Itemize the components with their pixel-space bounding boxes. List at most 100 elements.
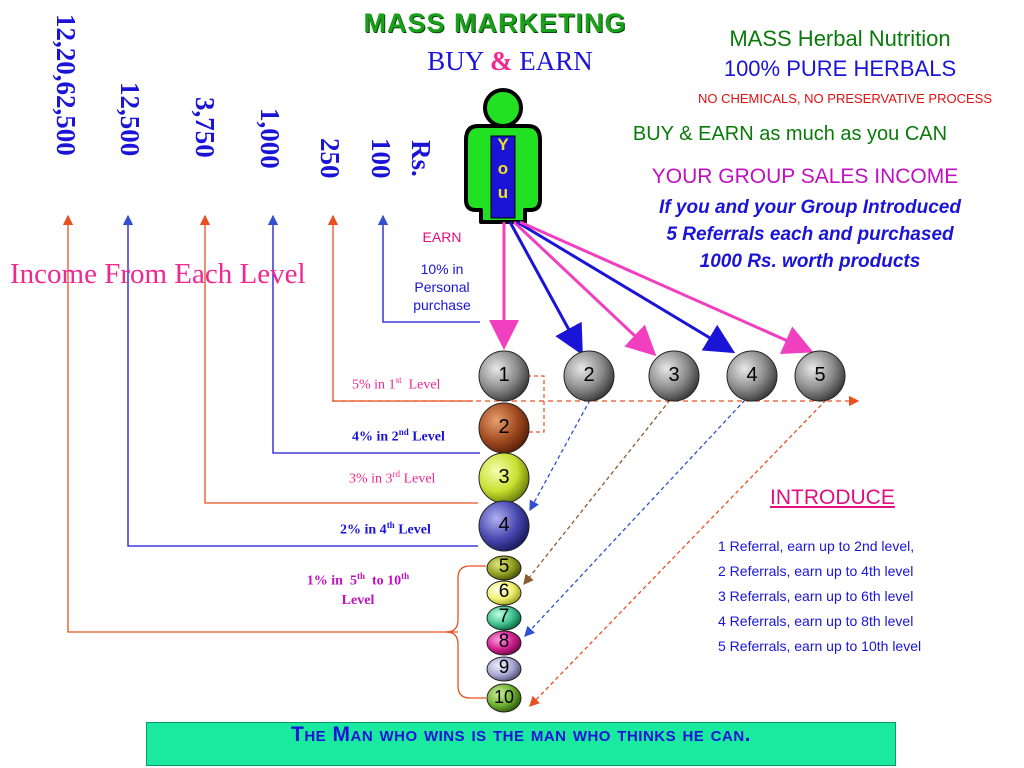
referral-circle-3 (648, 350, 700, 402)
level-4-sup: th (386, 520, 395, 530)
chain-circle-6 (486, 580, 522, 606)
introduce-rule-2: 2 Referrals, earn up to 4th level (718, 563, 914, 579)
herbal-line-2: 100% PURE HERBALS (723, 56, 957, 81)
level-3-prefix: 3% in 3 (349, 471, 393, 487)
chain-number-8: 8 (498, 631, 510, 652)
chain-circle-4 (478, 500, 530, 552)
footer-quote: The Man who wins is the man who thinks h… (291, 723, 751, 746)
arrow-you-to-5 (519, 220, 814, 354)
referral-circle-2 (563, 350, 615, 402)
introduce-rule-5: 5 Referrals, earn up to 10th level (718, 638, 922, 654)
income-value-250: 250 (315, 138, 345, 179)
level-1-suffix: Level (401, 377, 441, 393)
line-1000 (267, 214, 480, 454)
bracket-1-2 (520, 375, 545, 433)
level-1-prefix: 5% in 1 (352, 377, 396, 393)
level-5-prefix: 1% in 5 (306, 573, 357, 589)
level-5-mid: to 10 (365, 573, 402, 589)
chain-number-6: 6 (498, 581, 510, 602)
referral-circle-1 (478, 350, 530, 402)
level-label-3: 3% in 3rd Level (349, 469, 435, 488)
referral-number-1: 1 (498, 364, 510, 386)
income-rs-label: Rs. (406, 140, 436, 177)
chain-number-10: 10 (493, 687, 515, 707)
introduce-rule-1: 1 Referral, earn up to 2nd level, (718, 538, 915, 554)
line-12500 (122, 214, 478, 547)
level-label-4: 2% in 4th Level (340, 520, 431, 539)
introduce-rule-4: 4 Referrals, earn up to 8th level (718, 613, 914, 629)
level-4-suffix: Level (394, 522, 431, 538)
chain-number-7: 7 (498, 606, 510, 627)
subtitle-earn: EARN (512, 46, 593, 76)
subtitle-amp: & (490, 46, 513, 76)
level-5-sup: th (356, 571, 365, 581)
herbal-line-3: NO CHEMICALS, NO PRESERVATIVE PROCESS (697, 91, 992, 106)
group-sales-line-1: If you and your Group Introduced (659, 197, 961, 218)
level-1-sup: st (395, 375, 402, 385)
group-sales-line-2: 5 Referrals each and purchased (666, 224, 954, 245)
you-figure (464, 88, 542, 224)
introduce-rule-3: 3 Referrals, earn up to 6th level (718, 588, 914, 604)
dashed-arrow-5-to-10 (529, 399, 827, 707)
level-5-10-line-2: Level (341, 592, 375, 608)
referral-circles (478, 350, 846, 402)
chain-number-5: 5 (498, 556, 510, 577)
earn-description: 10% in Personal purchase (413, 261, 471, 314)
group-sales-line-3: 1000 Rs. worth products (699, 251, 921, 272)
level-2-suffix: Level (408, 429, 445, 445)
level-label-5-10: 1% in 5th to 10th Level (292, 570, 424, 610)
group-sales-title: YOUR GROUP SALES INCOME (651, 165, 959, 188)
income-value-12500: 12,500 (115, 82, 145, 157)
tagline: BUY & EARN as much as you CAN (632, 123, 948, 145)
chain-number-9: 9 (498, 657, 510, 678)
level-4-prefix: 2% in 4 (340, 522, 387, 538)
chain-circle-7 (486, 605, 522, 631)
referral-circle-4 (726, 350, 778, 402)
herbal-line-1: MASS Herbal Nutrition (729, 26, 951, 51)
you-label: Y o u (491, 133, 515, 205)
you-letter-u: u (497, 183, 509, 202)
level-label-2: 4% in 2nd Level (352, 427, 445, 446)
brace-5-10 (445, 565, 486, 699)
income-from-each-level-label: Income From Each Level (10, 258, 306, 290)
level-3-suffix: Level (400, 471, 436, 487)
level-2-sup: nd (398, 427, 409, 437)
line-3750 (199, 214, 478, 504)
you-letter-y: Y (497, 135, 509, 154)
income-value-1000: 1,000 (255, 108, 285, 169)
line-1220 (62, 214, 458, 633)
chain-number-4: 4 (498, 514, 510, 536)
income-value-1220: 12,20,62,500 (51, 14, 81, 156)
arrow-you-to-4 (516, 220, 736, 354)
referral-circle-5 (794, 350, 846, 402)
page-subtitle: BUY & EARN (340, 46, 680, 77)
dashed-arrow-2-to-4 (529, 399, 591, 512)
page-title: MASS MARKETING (363, 8, 627, 38)
referral-number-4: 4 (746, 364, 758, 386)
level-3-sup: rd (392, 469, 401, 479)
line-250 (327, 214, 473, 402)
chain-number-3: 3 (498, 466, 510, 488)
dashed-arrow-3-to-6 (523, 399, 671, 586)
referral-number-3: 3 (668, 364, 680, 386)
income-value-3750: 3,750 (190, 97, 220, 158)
chain-circle-5 (486, 555, 522, 581)
subtitle-buy: BUY (427, 46, 490, 76)
chain-circle-10 (486, 683, 522, 713)
income-value-100: 100 (366, 138, 396, 179)
line-rs100 (377, 214, 480, 323)
footer-banner: The Man who wins is the man who thinks h… (146, 722, 896, 766)
chain-number-2: 2 (498, 416, 510, 438)
arrow-you-to-2 (508, 221, 583, 356)
referral-number-5: 5 (814, 364, 826, 386)
dashed-arrow-4-to-8 (524, 399, 746, 637)
arrow-you-to-3 (512, 220, 657, 357)
you-letter-o: o (497, 159, 509, 178)
introduce-title: INTRODUCE (770, 486, 895, 509)
level-5-10-line-1: 1% in 5th to 10th (292, 570, 424, 592)
level-label-1: 5% in 1st Level (352, 375, 440, 394)
level-2-prefix: 4% in 2 (352, 429, 399, 445)
level-5-sup2: th (401, 571, 410, 581)
chain-circle-8 (486, 630, 522, 656)
